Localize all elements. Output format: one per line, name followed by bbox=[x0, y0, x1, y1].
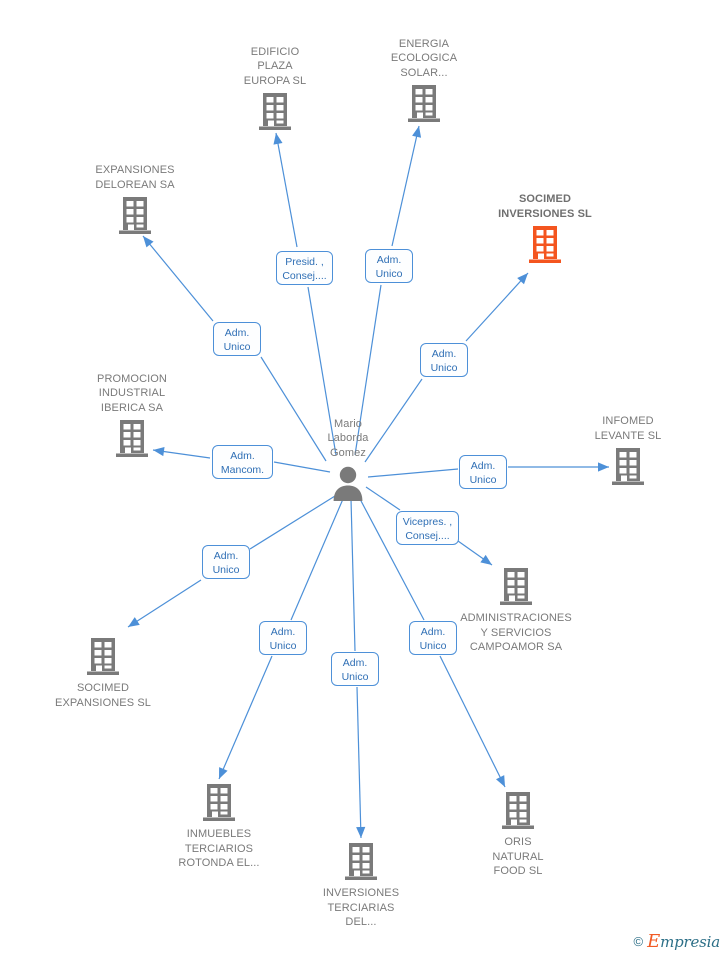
edge-arrow-rel-socimed-expansiones bbox=[127, 579, 202, 628]
node-label-socimed-inversiones: SOCIMED INVERSIONES SL bbox=[498, 193, 592, 220]
building-icon-expansiones-delorean[interactable] bbox=[60, 196, 210, 236]
building-icon-inmuebles-terciarios-rotonda[interactable] bbox=[144, 783, 294, 823]
building-icon-edificio-plaza-europa[interactable] bbox=[200, 92, 350, 132]
empresia-watermark: © Empresia bbox=[633, 931, 720, 952]
empresia-logo: Empresia bbox=[647, 931, 720, 952]
edge-stem-rel-administraciones-campoamor bbox=[365, 486, 401, 511]
edge-stem-rel-oris-natural-food bbox=[359, 498, 425, 621]
node-label-socimed-expansiones: SOCIMED EXPANSIONES SL bbox=[55, 682, 151, 709]
edge-stem-rel-edificio-plaza-europa bbox=[307, 286, 337, 456]
edge-arrow-rel-expansiones-delorean bbox=[142, 235, 214, 322]
node-label-edificio-plaza-europa: EDIFICIO PLAZA EUROPA SL bbox=[243, 45, 307, 87]
relation-tag-rel-infomed-levante[interactable]: Adm. Unico bbox=[459, 455, 507, 489]
edge-arrow-rel-administraciones-campoamor bbox=[457, 540, 493, 566]
person-icon-person[interactable] bbox=[273, 464, 423, 504]
node-label-energia-ecologica-solar: ENERGIA ECOLOGICA SOLAR... bbox=[390, 37, 458, 79]
edge-stem-rel-inversiones-terciarias-del bbox=[350, 498, 356, 652]
building-icon-socimed-expansiones[interactable] bbox=[28, 637, 178, 677]
copyright-symbol: © bbox=[633, 934, 644, 949]
empresia-logo-rest: mpresia bbox=[660, 933, 720, 951]
node-label-infomed-levante: INFOMED LEVANTE SL bbox=[594, 415, 662, 442]
node-socimed-expansiones[interactable]: SOCIMED EXPANSIONES SL bbox=[28, 637, 178, 710]
edge-arrow-rel-socimed-inversiones bbox=[465, 272, 529, 342]
node-administraciones-campoamor[interactable]: ADMINISTRACIONES Y SERVICIOS CAMPOAMOR S… bbox=[441, 567, 591, 655]
edge-arrow-rel-promocion-industrial-iberica bbox=[152, 446, 211, 459]
edge-stem-rel-socimed-inversiones bbox=[364, 378, 423, 463]
node-label-person: Mario Laborda Gomez bbox=[327, 417, 369, 459]
relation-tag-rel-inversiones-terciarias-del[interactable]: Adm. Unico bbox=[331, 652, 379, 686]
relation-tag-rel-expansiones-delorean[interactable]: Adm. Unico bbox=[213, 322, 261, 356]
node-inmuebles-terciarios-rotonda[interactable]: INMUEBLES TERCIARIOS ROTONDA EL... bbox=[144, 783, 294, 871]
relation-tag-rel-energia-ecologica-solar[interactable]: Adm. Unico bbox=[365, 249, 413, 283]
node-socimed-inversiones[interactable]: SOCIMED INVERSIONES SL bbox=[470, 192, 620, 265]
building-icon-promocion-industrial-iberica[interactable] bbox=[57, 419, 207, 459]
edge-arrow-rel-edificio-plaza-europa bbox=[273, 132, 298, 248]
relation-tag-rel-socimed-expansiones[interactable]: Adm. Unico bbox=[202, 545, 250, 579]
node-person[interactable]: Mario Laborda Gomez bbox=[273, 417, 423, 505]
node-expansiones-delorean[interactable]: EXPANSIONES DELOREAN SA bbox=[60, 163, 210, 236]
relation-tag-rel-inmuebles-terciarios-rotonda[interactable]: Adm. Unico bbox=[259, 621, 307, 655]
node-oris-natural-food[interactable]: ORIS NATURAL FOOD SL bbox=[443, 791, 593, 879]
building-icon-socimed-inversiones[interactable] bbox=[470, 225, 620, 265]
edge-arrow-rel-infomed-levante bbox=[508, 462, 609, 472]
node-label-promocion-industrial-iberica: PROMOCION INDUSTRIAL IBERICA SA bbox=[97, 372, 167, 414]
building-icon-energia-ecologica-solar[interactable] bbox=[349, 84, 499, 124]
building-icon-infomed-levante[interactable] bbox=[553, 447, 703, 487]
relation-tag-rel-socimed-inversiones[interactable]: Adm. Unico bbox=[420, 343, 468, 377]
node-energia-ecologica-solar[interactable]: ENERGIA ECOLOGICA SOLAR... bbox=[349, 37, 499, 125]
edge-arrow-rel-oris-natural-food bbox=[439, 655, 506, 788]
edge-stem-rel-expansiones-delorean bbox=[260, 356, 327, 462]
node-infomed-levante[interactable]: INFOMED LEVANTE SL bbox=[553, 414, 703, 487]
edge-stem-rel-socimed-expansiones bbox=[249, 495, 336, 550]
relation-tag-rel-promocion-industrial-iberica[interactable]: Adm. Mancom. bbox=[212, 445, 273, 479]
building-icon-administraciones-campoamor[interactable] bbox=[441, 567, 591, 607]
edge-arrow-rel-inversiones-terciarias-del bbox=[356, 686, 366, 839]
empresia-logo-lead: E bbox=[647, 931, 661, 952]
node-label-administraciones-campoamor: ADMINISTRACIONES Y SERVICIOS CAMPOAMOR S… bbox=[460, 612, 572, 653]
edge-stem-rel-energia-ecologica-solar bbox=[354, 284, 382, 456]
edge-arrow-rel-energia-ecologica-solar bbox=[391, 125, 422, 247]
node-inversiones-terciarias-del[interactable]: INVERSIONES TERCIARIAS DEL... bbox=[286, 842, 436, 930]
edge-stem-rel-infomed-levante bbox=[367, 468, 459, 478]
building-icon-oris-natural-food[interactable] bbox=[443, 791, 593, 831]
edge-arrow-rel-inmuebles-terciarios-rotonda bbox=[218, 655, 273, 780]
edge-stem-rel-promocion-industrial-iberica bbox=[273, 461, 331, 473]
node-label-oris-natural-food: ORIS NATURAL FOOD SL bbox=[492, 836, 544, 877]
node-edificio-plaza-europa[interactable]: EDIFICIO PLAZA EUROPA SL bbox=[200, 45, 350, 133]
node-promocion-industrial-iberica[interactable]: PROMOCION INDUSTRIAL IBERICA SA bbox=[57, 372, 207, 460]
relation-tag-rel-oris-natural-food[interactable]: Adm. Unico bbox=[409, 621, 457, 655]
node-label-inversiones-terciarias-del: INVERSIONES TERCIARIAS DEL... bbox=[322, 887, 400, 928]
edge-stem-rel-inmuebles-terciarios-rotonda bbox=[290, 498, 344, 621]
relation-tag-rel-edificio-plaza-europa[interactable]: Presid. , Consej.... bbox=[276, 251, 333, 285]
node-label-expansiones-delorean: EXPANSIONES DELOREAN SA bbox=[95, 164, 175, 191]
node-label-inmuebles-terciarios-rotonda: INMUEBLES TERCIARIOS ROTONDA EL... bbox=[178, 828, 260, 869]
building-icon-inversiones-terciarias-del[interactable] bbox=[286, 842, 436, 882]
relation-tag-rel-administraciones-campoamor[interactable]: Vicepres. , Consej.... bbox=[396, 511, 459, 545]
